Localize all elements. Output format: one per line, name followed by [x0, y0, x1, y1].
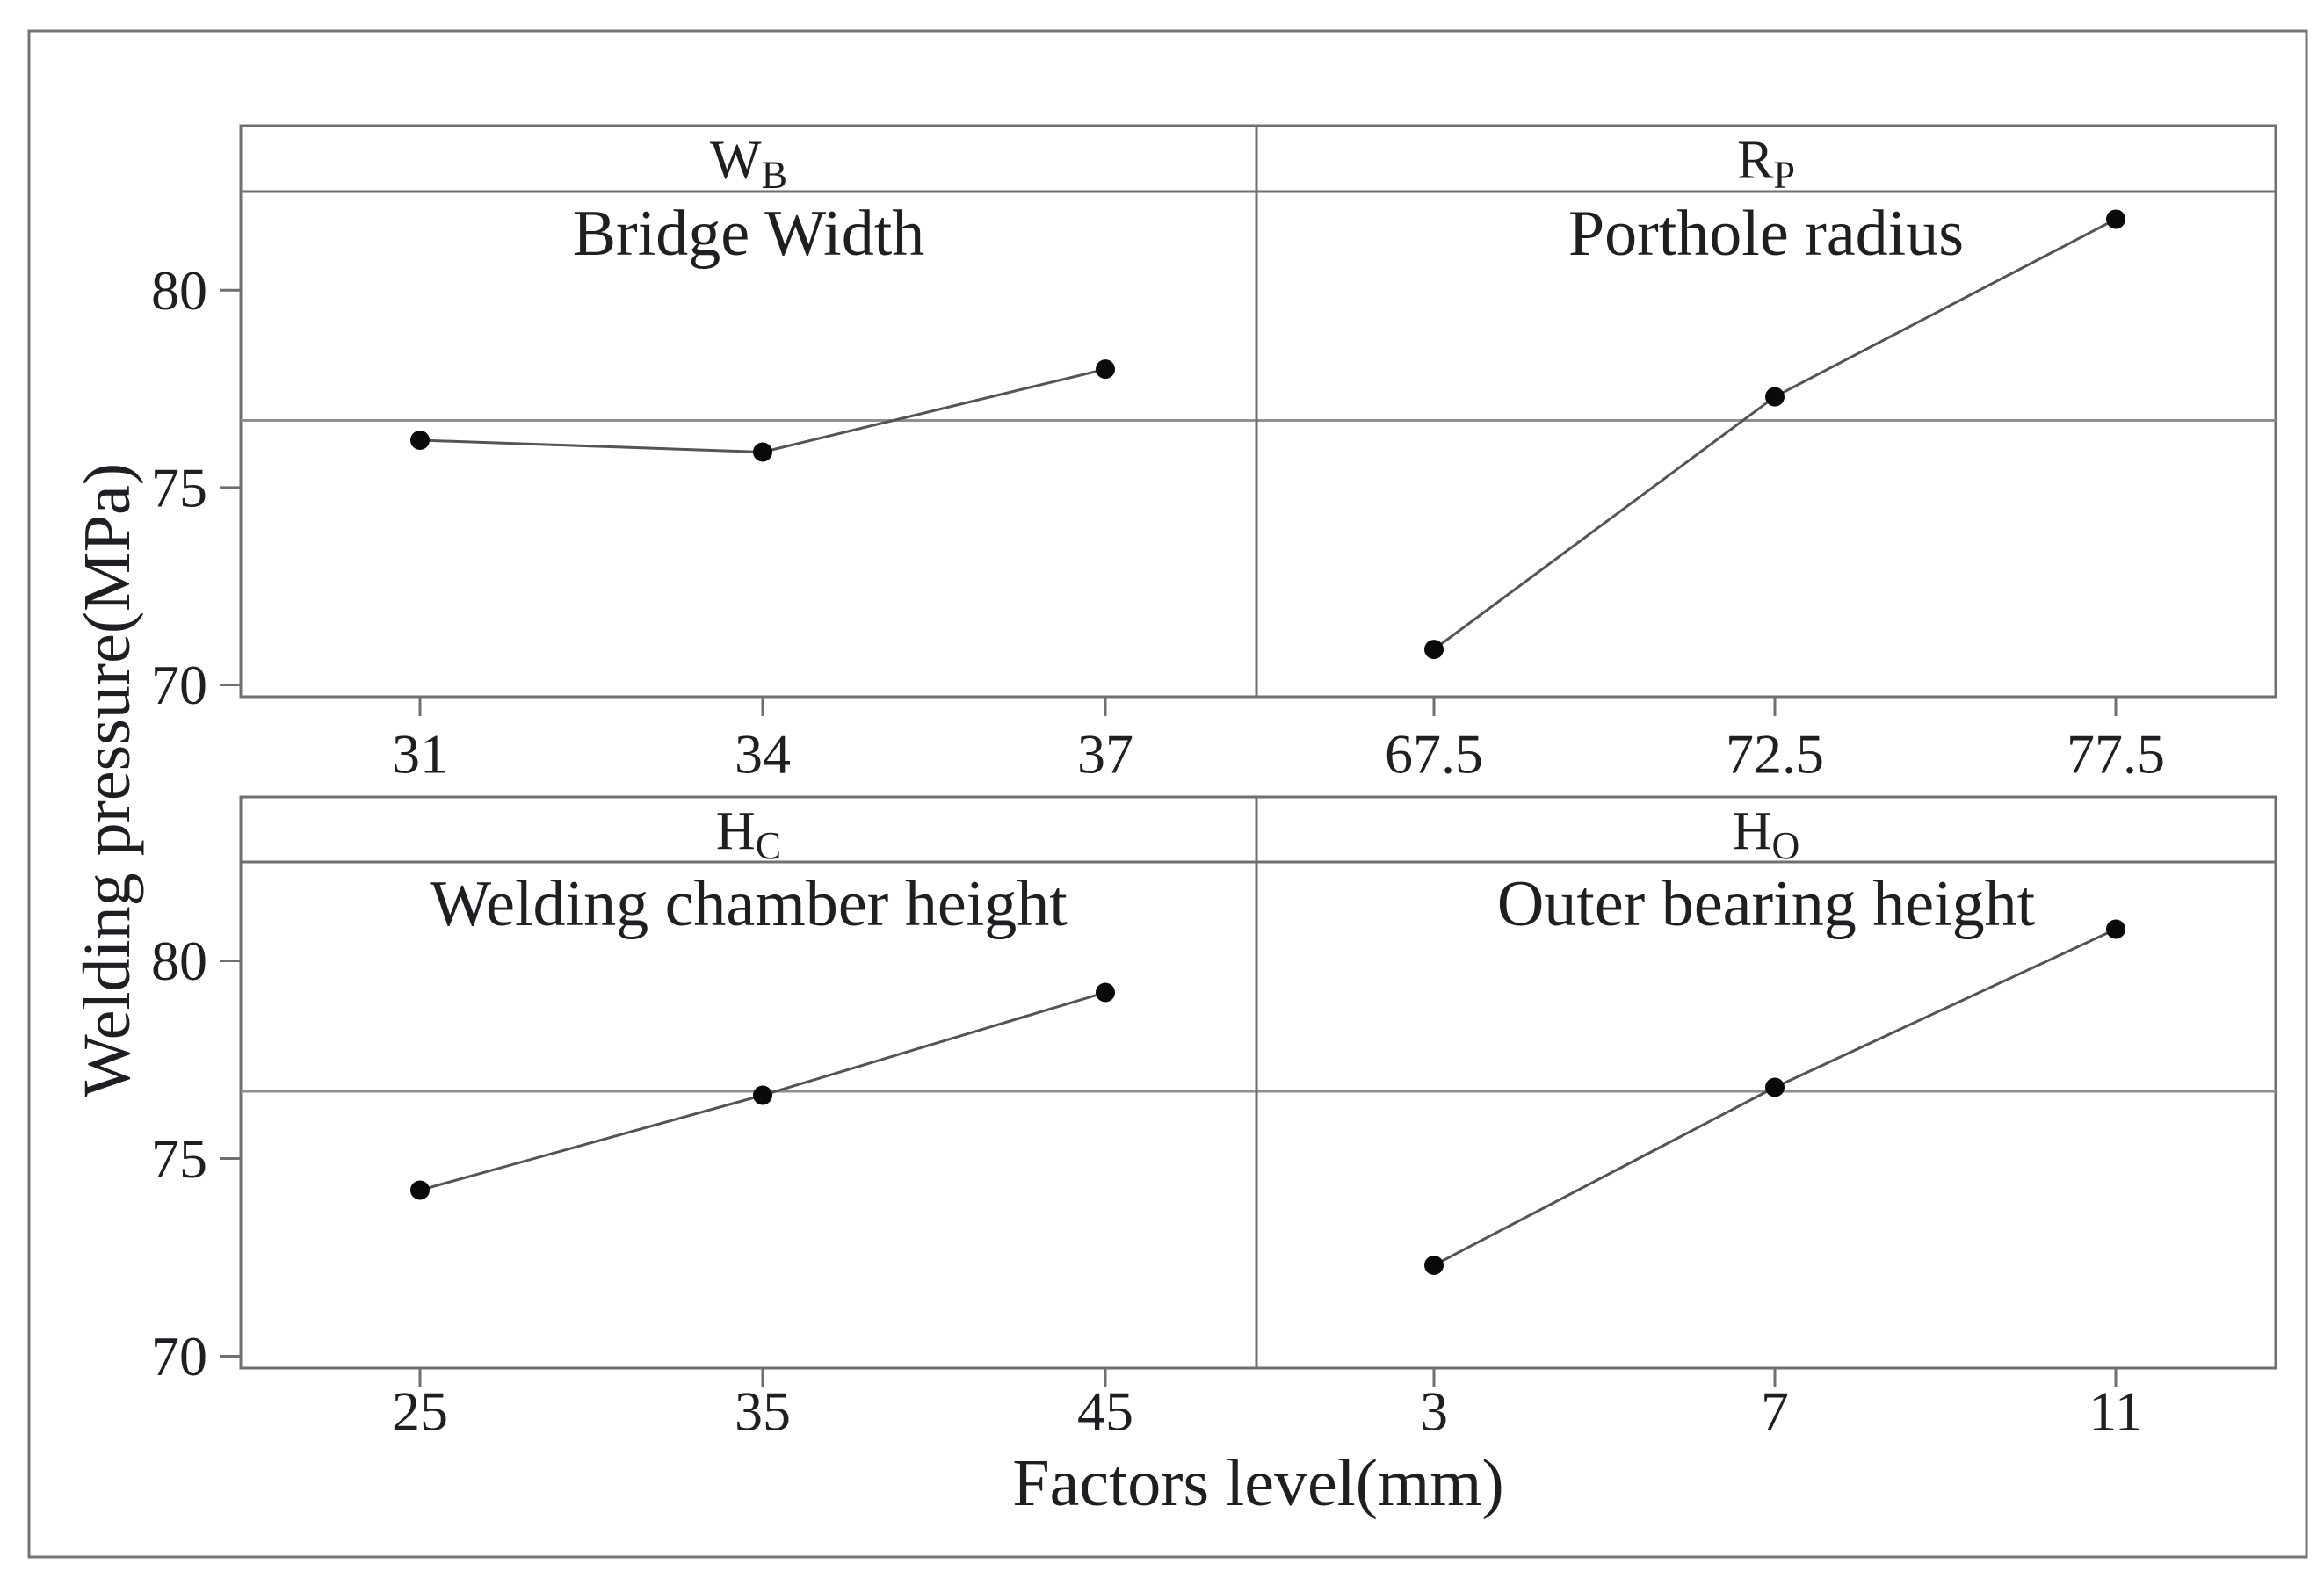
panel-header-symbol-RP: RP [1737, 131, 1795, 197]
y-axis-title: Welding pressure(MPa) [70, 463, 144, 1097]
data-point-RP-67.5 [1424, 640, 1444, 660]
y-tick-label-70-row-0: 70 [151, 654, 207, 716]
data-point-RP-72.5 [1765, 387, 1785, 407]
x-tick-label-HO-3: 3 [1420, 1380, 1448, 1443]
x-tick-label-HC-35: 35 [735, 1380, 791, 1443]
x-tick-label-WB-37: 37 [1077, 723, 1133, 786]
y-tick-label-80-row-0: 80 [151, 259, 207, 322]
x-tick-label-HO-11: 11 [2089, 1380, 2143, 1443]
panel-header-symbol-HC: HC [716, 801, 781, 867]
data-point-WB-34 [753, 442, 772, 462]
data-point-WB-37 [1096, 359, 1115, 380]
data-point-HC-25 [410, 1180, 430, 1200]
data-point-HC-35 [753, 1085, 772, 1105]
figure-border [27, 29, 2308, 1559]
data-point-HO-3 [1424, 1256, 1444, 1275]
x-tick-label-HO-7: 7 [1761, 1380, 1789, 1443]
panel-header-symbol-HO: HO [1733, 801, 1800, 867]
panel-title-RP: Porthole radius [1568, 198, 1964, 270]
data-point-RP-77.5 [2106, 209, 2125, 229]
x-tick-label-RP-67.5: 67.5 [1385, 723, 1483, 786]
data-point-HC-45 [1096, 982, 1115, 1003]
x-tick-label-RP-77.5: 77.5 [2067, 723, 2165, 786]
panel-title-HC: Welding chamber height [430, 868, 1068, 940]
x-tick-label-RP-72.5: 72.5 [1726, 723, 1824, 786]
x-tick-label-HC-25: 25 [392, 1380, 448, 1443]
x-tick-label-WB-31: 31 [392, 723, 448, 786]
panel-header-symbol-WB: WB [710, 131, 787, 197]
data-point-WB-31 [410, 431, 430, 451]
x-axis-title: Factors level(mm) [1012, 1446, 1503, 1520]
data-point-HO-11 [2106, 919, 2125, 939]
panel-row-frame-0 [239, 124, 2277, 699]
panel-title-HO: Outer bearing height [1497, 868, 2036, 940]
x-tick-label-WB-34: 34 [735, 723, 791, 786]
y-tick-label-75-row-1: 75 [151, 1127, 207, 1190]
panel-title-WB: Bridge Width [573, 198, 925, 270]
y-tick-label-70-row-1: 70 [151, 1325, 207, 1387]
y-tick-label-75-row-0: 75 [151, 456, 207, 518]
y-tick-label-80-row-1: 80 [151, 930, 207, 992]
x-tick-label-HC-45: 45 [1077, 1380, 1133, 1443]
data-point-HO-7 [1765, 1077, 1785, 1097]
panel-row-frame-1 [239, 795, 2277, 1370]
